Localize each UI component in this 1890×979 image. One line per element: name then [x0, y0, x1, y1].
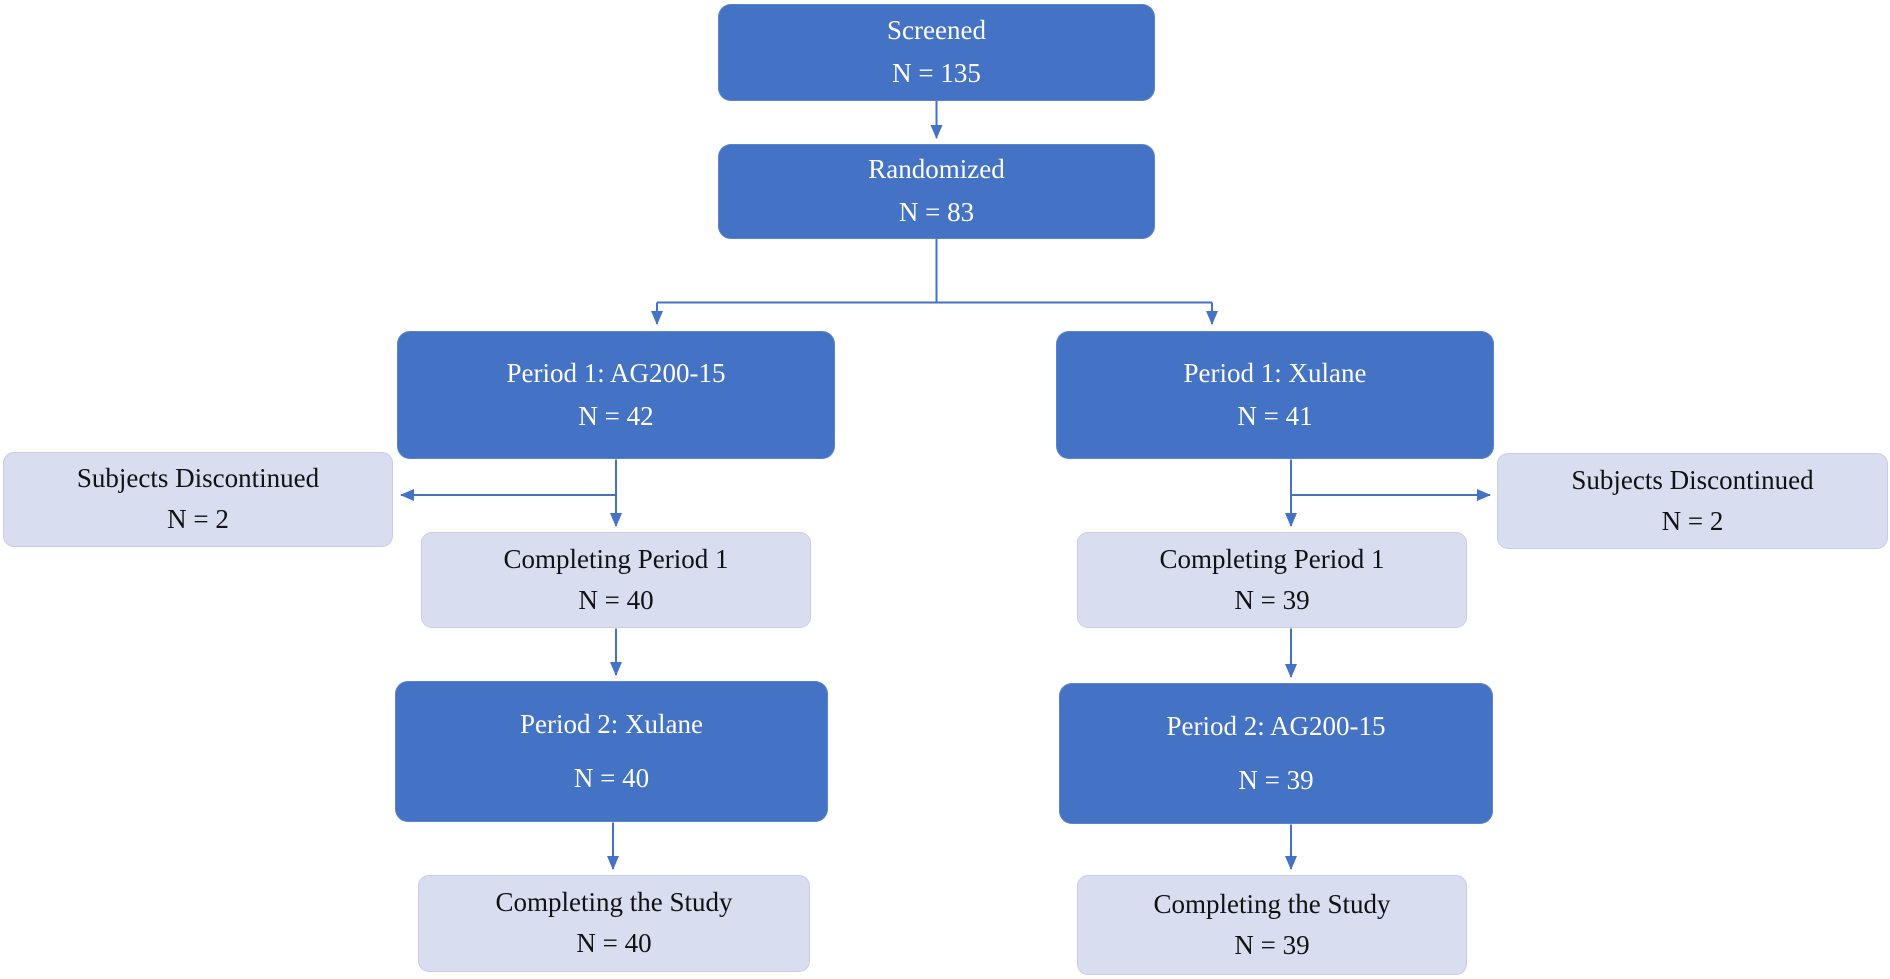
node-right-period2: Period 2: AG200-15 N = 39 [1059, 683, 1493, 824]
node-count: N = 42 [578, 400, 654, 431]
node-count: N = 2 [167, 504, 229, 534]
node-label: Period 1: Xulane [1183, 357, 1367, 388]
node-count: N = 39 [1238, 764, 1314, 795]
node-count: N = 39 [1234, 929, 1310, 960]
node-count: N = 39 [1234, 584, 1310, 615]
node-label: Completing the Study [1153, 888, 1391, 919]
node-left-discontinued: Subjects Discontinued N = 2 [3, 452, 393, 547]
node-label: Period 1: AG200-15 [506, 357, 726, 388]
node-count: N = 135 [892, 58, 981, 88]
node-count: N = 40 [576, 928, 652, 958]
node-right-completing-study: Completing the Study N = 39 [1077, 875, 1467, 975]
node-label: Subjects Discontinued [76, 463, 320, 494]
node-label: Screened [887, 15, 986, 46]
node-label: Completing Period 1 [503, 543, 729, 574]
node-left-completing-period1: Completing Period 1 N = 40 [421, 532, 811, 628]
node-count: N = 40 [578, 584, 654, 615]
node-count: N = 2 [1661, 505, 1724, 536]
node-randomized: Randomized N = 83 [718, 144, 1155, 239]
node-left-completing-study: Completing the Study N = 40 [418, 875, 810, 972]
node-label: Randomized [868, 154, 1005, 185]
node-label: Subjects Discontinued [1571, 464, 1814, 495]
node-right-discontinued: Subjects Discontinued N = 2 [1497, 453, 1888, 549]
node-screened: Screened N = 135 [718, 4, 1155, 101]
node-count: N = 41 [1237, 400, 1313, 431]
node-right-completing-period1: Completing Period 1 N = 39 [1077, 532, 1467, 628]
node-right-period1: Period 1: Xulane N = 41 [1056, 331, 1494, 459]
node-label: Completing Period 1 [1159, 543, 1385, 574]
node-left-period2: Period 2: Xulane N = 40 [395, 681, 828, 822]
node-label: Period 2: AG200-15 [1166, 710, 1386, 741]
node-label: Completing the Study [495, 887, 733, 918]
node-left-period1: Period 1: AG200-15 N = 42 [397, 331, 835, 459]
branch-stem-randomized [657, 239, 1212, 304]
node-label: Period 2: Xulane [520, 708, 703, 739]
node-count: N = 40 [573, 762, 650, 793]
node-count: N = 83 [898, 197, 975, 227]
